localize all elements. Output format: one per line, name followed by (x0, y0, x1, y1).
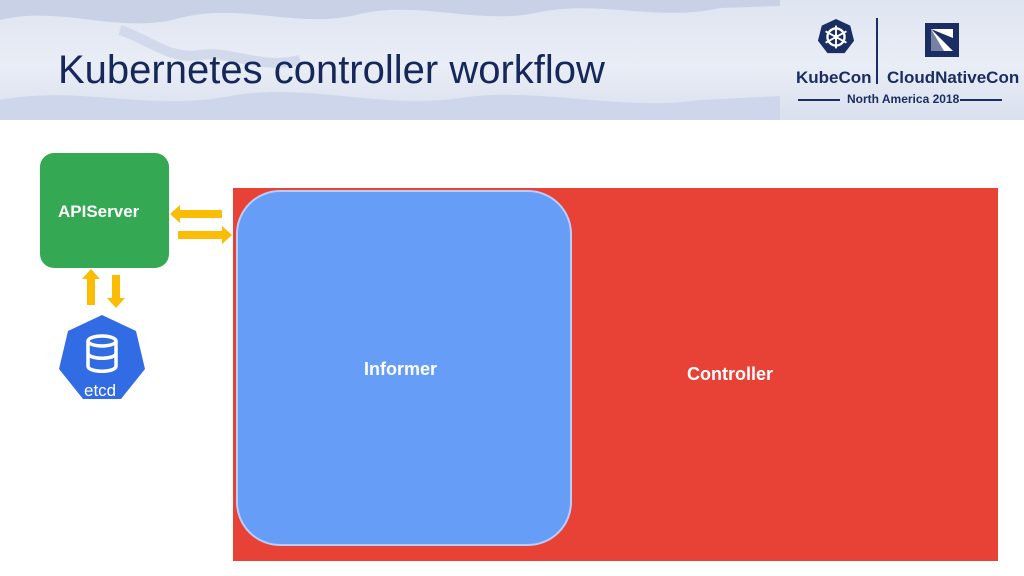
etcd-icon (54, 310, 150, 404)
etcd-label: etcd (84, 381, 117, 400)
arrow-etcd-to-apiserver (82, 269, 100, 305)
event-rule-right (960, 99, 1002, 101)
event-rule-left (798, 99, 840, 101)
logo-divider (876, 18, 878, 84)
kubecon-logo: KubeCon CloudNativeCon North America 201… (790, 12, 1019, 112)
kubecon-wordmark: KubeCon (796, 68, 872, 87)
informer-box (236, 190, 572, 546)
cloudnativecon-wordmark: CloudNativeCon (887, 68, 1020, 87)
event-label: North America 2018 (847, 92, 960, 106)
world-map-background (0, 0, 780, 120)
apiserver-box (40, 153, 169, 268)
informer-label: Informer (364, 359, 438, 379)
arrow-apiserver-to-etcd (107, 275, 125, 308)
arrow-informer-to-apiserver (170, 205, 222, 223)
page-title: Kubernetes controller workflow (58, 48, 605, 92)
controller-label: Controller (687, 364, 774, 384)
cncf-icon (925, 23, 959, 57)
slide-header: Kubernetes controller workflow KubeCon C… (0, 0, 1024, 120)
kubernetes-helm-icon (817, 18, 855, 54)
arrow-apiserver-to-informer (178, 226, 232, 244)
apiserver-label: APIServer (58, 202, 140, 221)
